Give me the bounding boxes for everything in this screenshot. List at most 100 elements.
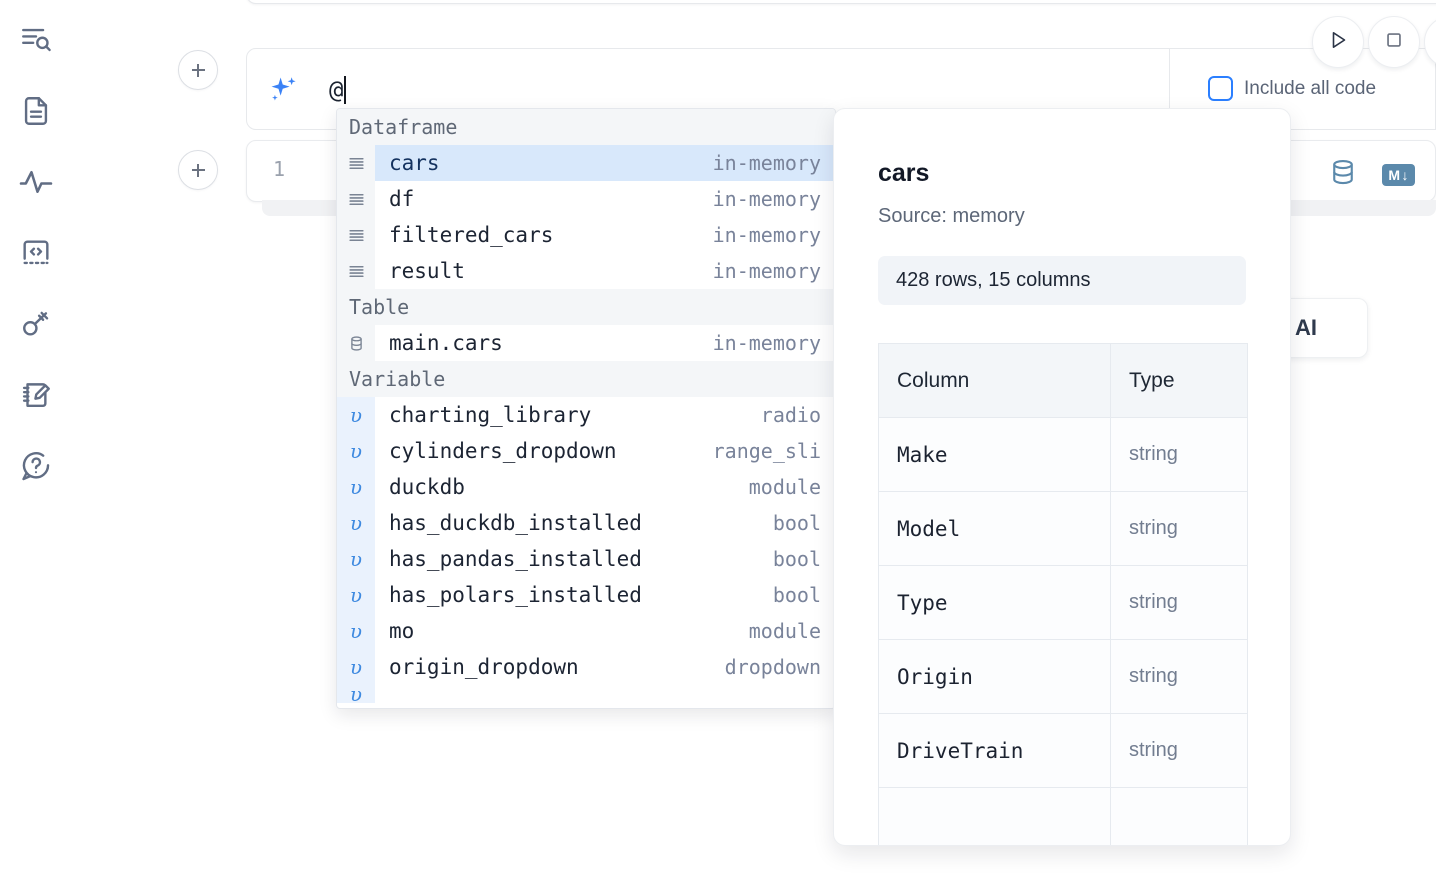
help-question-icon xyxy=(19,449,53,483)
autocomplete-item-type: in-memory xyxy=(712,151,821,175)
autocomplete-item-result[interactable]: result in-memory xyxy=(337,253,835,289)
sidebar-item-scratchpad[interactable] xyxy=(14,373,58,417)
more-actions-button[interactable] xyxy=(1424,16,1436,68)
cell-column-name: Make xyxy=(878,417,1111,492)
preview-source: Source: memory xyxy=(878,205,1025,227)
markdown-icon[interactable]: M↓ xyxy=(1382,163,1415,186)
autocomplete-item-charting-library[interactable]: υ charting_library radio xyxy=(337,397,835,433)
run-button[interactable] xyxy=(1312,16,1364,68)
column-header-column: Column xyxy=(878,343,1111,418)
cell-column-type: string xyxy=(1110,639,1248,714)
table-row-partial xyxy=(878,787,1248,845)
variable-icon: υ xyxy=(337,685,375,703)
include-all-code-row[interactable]: Include all code xyxy=(1208,76,1376,101)
dataframe-preview-panel: cars Source: memory 428 rows, 15 columns… xyxy=(833,108,1291,846)
autocomplete-item-type: module xyxy=(748,619,821,643)
autocomplete-item-type: in-memory xyxy=(712,331,821,355)
variable-icon: υ xyxy=(337,577,375,613)
cell-column-type: string xyxy=(1110,417,1248,492)
autocomplete-item-partial[interactable]: υ xyxy=(337,685,835,703)
autocomplete-item-df[interactable]: df in-memory xyxy=(337,181,835,217)
autocomplete-item-name: filtered_cars xyxy=(389,223,554,247)
scratchpad-edit-icon xyxy=(19,378,53,412)
database-icon[interactable] xyxy=(1328,157,1358,192)
cell-column-name: Type xyxy=(878,565,1111,640)
autocomplete-section-header: Table xyxy=(337,289,835,325)
autocomplete-item-name: result xyxy=(389,259,465,283)
autocomplete-item-type: range_sli xyxy=(712,439,821,463)
play-icon xyxy=(1326,28,1350,57)
table-database-icon xyxy=(337,325,375,361)
autocomplete-section-header: Variable xyxy=(337,361,835,397)
cell-column-name: DriveTrain xyxy=(878,713,1111,788)
preview-shape-badge: 428 rows, 15 columns xyxy=(878,256,1246,305)
preview-title: cars xyxy=(878,159,930,187)
dataframe-icon xyxy=(337,253,375,289)
autocomplete-item-cars[interactable]: cars in-memory xyxy=(337,145,835,181)
ai-prompt-input[interactable]: @ xyxy=(329,76,347,104)
autocomplete-item-name: main.cars xyxy=(389,331,503,355)
autocomplete-item-name: mo xyxy=(389,619,415,643)
autocomplete-item-main-cars[interactable]: main.cars in-memory xyxy=(337,325,835,361)
mention-autocomplete-panel[interactable]: Dataframe cars in-memory df in-memory xyxy=(336,108,836,709)
sidebar-item-help[interactable] xyxy=(14,444,58,488)
dataframe-icon xyxy=(337,217,375,253)
autocomplete-item-has-duckdb-installed[interactable]: υ has_duckdb_installed bool xyxy=(337,505,835,541)
table-row: Type string xyxy=(878,565,1248,640)
dataframe-icon xyxy=(337,181,375,217)
activity-pulse-icon xyxy=(18,164,54,200)
autocomplete-item-type: in-memory xyxy=(712,187,821,211)
autocomplete-item-has-polars-installed[interactable]: υ has_polars_installed bool xyxy=(337,577,835,613)
text-caret xyxy=(344,76,347,104)
autocomplete-item-type: in-memory xyxy=(712,259,821,283)
variable-icon: υ xyxy=(337,397,375,433)
stop-icon xyxy=(1383,29,1405,56)
variable-icon: υ xyxy=(337,433,375,469)
autocomplete-item-origin-dropdown[interactable]: υ origin_dropdown dropdown xyxy=(337,649,835,685)
autocomplete-item-filtered-cars[interactable]: filtered_cars in-memory xyxy=(337,217,835,253)
cell-column-name: Model xyxy=(878,491,1111,566)
cell-column-type: string xyxy=(1110,713,1248,788)
include-all-code-checkbox[interactable] xyxy=(1208,76,1233,101)
sidebar-item-snippets[interactable] xyxy=(14,231,58,275)
autocomplete-item-cylinders-dropdown[interactable]: υ cylinders_dropdown range_sli xyxy=(337,433,835,469)
ai-prompt-value: @ xyxy=(329,76,344,104)
table-row: Origin string xyxy=(878,639,1248,714)
cell-column-name xyxy=(878,787,1111,845)
sparkles-icon xyxy=(267,73,301,107)
autocomplete-item-type: radio xyxy=(760,403,821,427)
include-all-code-label: Include all code xyxy=(1244,77,1377,99)
markdown-badge-arrow: ↓ xyxy=(1401,166,1409,183)
variable-icon: υ xyxy=(337,613,375,649)
add-cell-button-top[interactable] xyxy=(178,50,218,90)
autocomplete-item-has-pandas-installed[interactable]: υ has_pandas_installed bool xyxy=(337,541,835,577)
stop-button[interactable] xyxy=(1368,16,1420,68)
autocomplete-item-type: bool xyxy=(772,583,821,607)
secrets-key-icon xyxy=(19,307,53,341)
autocomplete-item-mo[interactable]: υ mo module xyxy=(337,613,835,649)
add-cell-button-bottom[interactable] xyxy=(178,150,218,190)
cell-column-name: Origin xyxy=(878,639,1111,714)
table-row: Model string xyxy=(878,491,1248,566)
autocomplete-item-duckdb[interactable]: υ duckdb module xyxy=(337,469,835,505)
run-controls xyxy=(1312,16,1436,68)
sidebar-item-files[interactable] xyxy=(14,89,58,133)
sidebar-item-outline[interactable] xyxy=(14,18,58,62)
autocomplete-item-name: has_duckdb_installed xyxy=(389,511,642,535)
variable-icon: υ xyxy=(337,649,375,685)
sidebar-rail xyxy=(0,0,72,874)
sidebar-item-activity[interactable] xyxy=(14,160,58,204)
autocomplete-item-type: module xyxy=(748,475,821,499)
autocomplete-item-type: dropdown xyxy=(724,655,821,679)
sidebar-item-secrets[interactable] xyxy=(14,302,58,346)
autocomplete-item-type: in-memory xyxy=(712,223,821,247)
markdown-badge-letter: M xyxy=(1388,166,1401,183)
autocomplete-item-name: charting_library xyxy=(389,403,592,427)
autocomplete-item-name: duckdb xyxy=(389,475,465,499)
variable-icon: υ xyxy=(337,541,375,577)
autocomplete-item-name: origin_dropdown xyxy=(389,655,579,679)
table-header-row: Column Type xyxy=(878,343,1248,418)
cell-column-type: string xyxy=(1110,565,1248,640)
previous-cell[interactable] xyxy=(246,0,1436,4)
